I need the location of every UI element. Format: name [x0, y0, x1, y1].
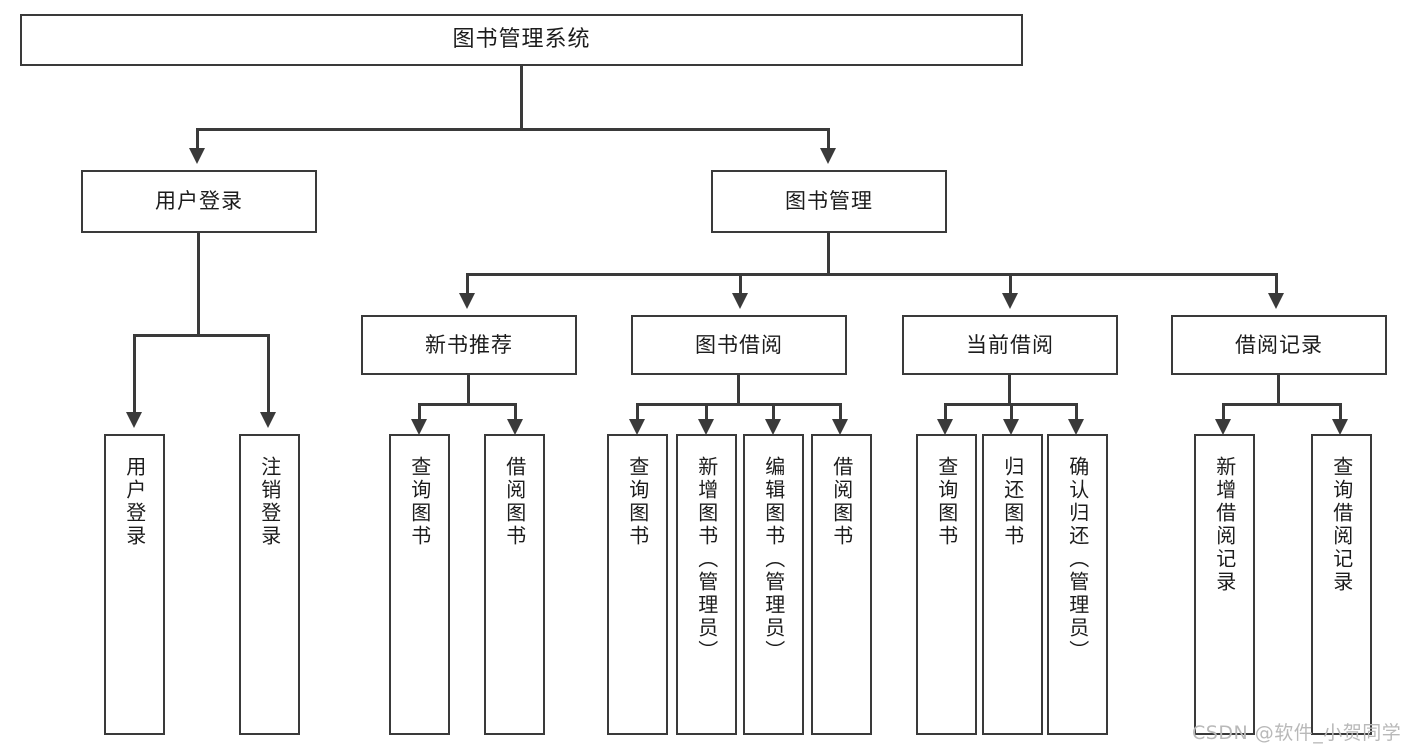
- arrow-book-manage-to-borrow-record: [1268, 293, 1284, 309]
- connector-book-borrow-bar: [636, 403, 842, 406]
- connector-current-borrow-to-leaf-1: [944, 403, 947, 423]
- leaf-label: 借阅图书: [829, 456, 854, 548]
- leaf-label: 确认归还（管理员）: [1065, 456, 1090, 663]
- leaf-return-book[interactable]: 归还图书: [982, 434, 1043, 735]
- connector-book-manage-stem: [827, 233, 830, 275]
- arrow-new-book-to-leaf-1: [411, 419, 427, 435]
- node-current-borrow[interactable]: 当前借阅: [902, 315, 1118, 375]
- leaf-user-login[interactable]: 用户登录: [104, 434, 165, 735]
- connector-current-borrow-to-leaf-3: [1075, 403, 1078, 423]
- leaf-label: 编辑图书（管理员）: [761, 456, 786, 663]
- arrow-current-borrow-to-leaf-3: [1068, 419, 1084, 435]
- node-borrow-record[interactable]: 借阅记录: [1171, 315, 1387, 375]
- node-label: 当前借阅: [966, 332, 1054, 357]
- arrow-root-to-book-manage: [820, 148, 836, 164]
- arrow-current-borrow-to-leaf-1: [937, 419, 953, 435]
- node-label: 借阅记录: [1235, 332, 1323, 357]
- arrow-current-borrow-to-leaf-2: [1003, 419, 1019, 435]
- arrow-book-borrow-to-leaf-1: [629, 419, 645, 435]
- leaf-label: 新增图书（管理员）: [694, 456, 719, 663]
- leaf-query-book-borrow[interactable]: 查询图书: [607, 434, 668, 735]
- leaf-label: 查询图书: [625, 456, 650, 548]
- connector-root-bar: [196, 128, 830, 131]
- arrow-book-borrow-to-leaf-2: [698, 419, 714, 435]
- leaf-borrow-book[interactable]: 借阅图书: [811, 434, 872, 735]
- arrow-book-borrow-to-leaf-3: [765, 419, 781, 435]
- leaf-label: 借阅图书: [502, 456, 527, 548]
- node-label: 图书管理系统: [452, 27, 591, 53]
- node-book-borrow[interactable]: 图书借阅: [631, 315, 847, 375]
- leaf-add-book-admin[interactable]: 新增图书（管理员）: [676, 434, 737, 735]
- node-label: 新书推荐: [425, 332, 513, 357]
- connector-current-borrow-stem: [1008, 375, 1011, 405]
- node-user-login[interactable]: 用户登录: [81, 170, 317, 233]
- node-root-book-management-system[interactable]: 图书管理系统: [20, 14, 1023, 66]
- connector-borrow-record-bar: [1222, 403, 1341, 406]
- leaf-label: 查询图书: [934, 456, 959, 548]
- arrow-book-manage-to-book-borrow: [732, 293, 748, 309]
- connector-book-borrow-to-leaf-2: [705, 403, 708, 423]
- leaf-borrow-book-recommend[interactable]: 借阅图书: [484, 434, 545, 735]
- arrow-book-borrow-to-leaf-4: [832, 419, 848, 435]
- node-label: 图书管理: [785, 189, 873, 214]
- leaf-query-book-recommend[interactable]: 查询图书: [389, 434, 450, 735]
- leaf-label: 注销登录: [257, 456, 282, 548]
- arrow-root-to-user-login: [189, 148, 205, 164]
- connector-new-book-stem: [467, 375, 470, 405]
- connector-book-borrow-to-leaf-3: [772, 403, 775, 423]
- connector-root-to-user-login: [196, 128, 199, 150]
- leaf-label: 查询借阅记录: [1329, 456, 1354, 594]
- arrow-book-manage-to-current-borrow: [1002, 293, 1018, 309]
- leaf-user-logout[interactable]: 注销登录: [239, 434, 300, 735]
- connector-root-stem: [520, 66, 523, 130]
- arrow-borrow-record-to-leaf-1: [1215, 419, 1231, 435]
- connector-book-borrow-stem: [737, 375, 740, 405]
- connector-borrow-record-to-leaf-2: [1339, 403, 1342, 423]
- arrow-new-book-to-leaf-2: [507, 419, 523, 435]
- leaf-label: 用户登录: [122, 456, 147, 548]
- connector-book-borrow-to-leaf-1: [636, 403, 639, 423]
- connector-new-book-to-leaf-2: [514, 403, 517, 423]
- node-book-management[interactable]: 图书管理: [711, 170, 947, 233]
- node-label: 图书借阅: [695, 332, 783, 357]
- connector-borrow-record-to-leaf-1: [1222, 403, 1225, 423]
- leaf-label: 新增借阅记录: [1212, 456, 1237, 594]
- leaf-add-borrow-record[interactable]: 新增借阅记录: [1194, 434, 1255, 735]
- connector-book-manage-to-current-borrow: [1009, 273, 1012, 295]
- leaf-label: 查询图书: [407, 456, 432, 548]
- arrow-book-manage-to-new-book: [459, 293, 475, 309]
- leaf-label: 归还图书: [1000, 456, 1025, 548]
- connector-book-manage-to-borrow-record: [1275, 273, 1278, 295]
- connector-book-manage-bar: [466, 273, 1278, 276]
- connector-new-book-to-leaf-1: [418, 403, 421, 423]
- arrow-borrow-record-to-leaf-2: [1332, 419, 1348, 435]
- arrow-user-login-to-leaf-1: [126, 412, 142, 428]
- connector-new-book-bar: [418, 403, 517, 406]
- node-new-book-recommend[interactable]: 新书推荐: [361, 315, 577, 375]
- connector-book-manage-to-book-borrow: [739, 273, 742, 295]
- connector-root-to-book-manage: [827, 128, 830, 150]
- connector-borrow-record-stem: [1277, 375, 1280, 405]
- connector-book-manage-to-new-book: [466, 273, 469, 295]
- connector-book-borrow-to-leaf-4: [839, 403, 842, 423]
- leaf-query-book-current[interactable]: 查询图书: [916, 434, 977, 735]
- connector-user-login-stem: [197, 233, 200, 336]
- arrow-user-login-to-leaf-2: [260, 412, 276, 428]
- node-label: 用户登录: [155, 189, 243, 214]
- connector-user-login-to-leaf-1: [133, 334, 136, 414]
- connector-user-login-bar: [133, 334, 270, 337]
- leaf-edit-book-admin[interactable]: 编辑图书（管理员）: [743, 434, 804, 735]
- connector-user-login-to-leaf-2: [267, 334, 270, 414]
- leaf-confirm-return-admin[interactable]: 确认归还（管理员）: [1047, 434, 1108, 735]
- connector-current-borrow-to-leaf-2: [1010, 403, 1013, 423]
- leaf-query-borrow-record[interactable]: 查询借阅记录: [1311, 434, 1372, 735]
